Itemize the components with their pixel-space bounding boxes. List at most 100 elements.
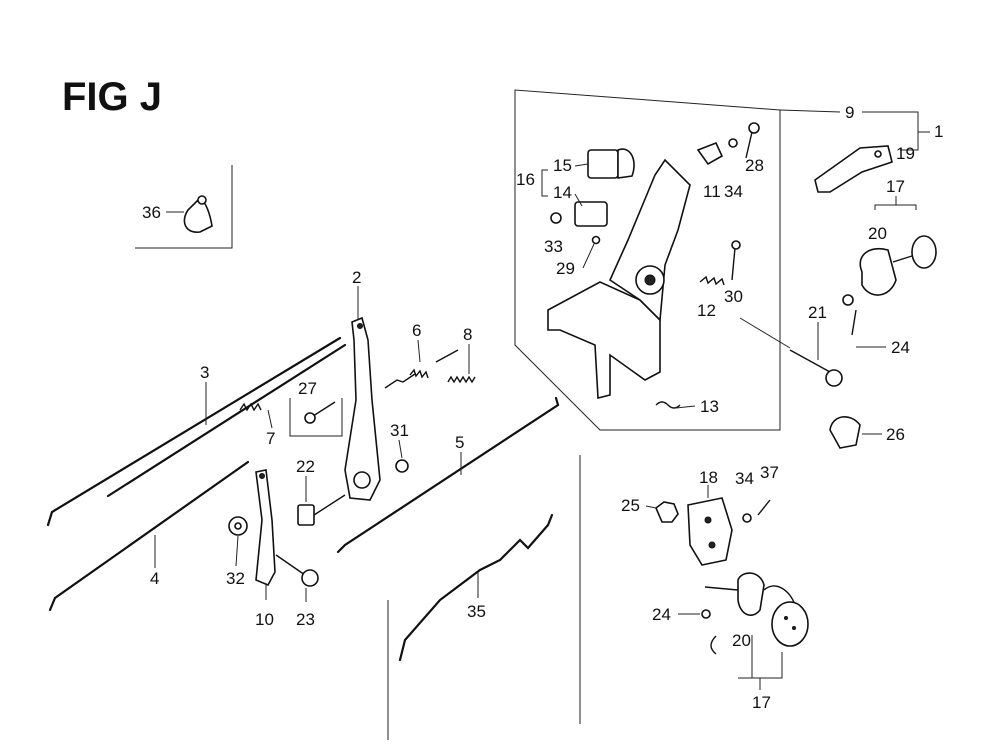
- label-20-lower: 20: [732, 631, 751, 650]
- part-22-bolt-head: [297, 504, 315, 526]
- control-pivot-hole: [644, 274, 656, 286]
- label-10: 10: [255, 610, 274, 629]
- label-11: 11: [703, 182, 721, 201]
- part-24-lower-washer: [701, 609, 711, 619]
- part-10-lever: [255, 469, 276, 587]
- part-3-rod: [46, 336, 342, 527]
- part-34-lower-washer: [742, 513, 752, 523]
- part-20-upper-shaft: [892, 254, 916, 263]
- part-8-spring: [447, 375, 476, 384]
- leader-9-left: [779, 109, 841, 113]
- part-27-bolt-head: [304, 412, 316, 424]
- leader-15: [574, 163, 589, 167]
- part-17-upper-bracket: [874, 204, 917, 210]
- label-18: 18: [699, 468, 718, 487]
- part-20-upper-knob-housing: [859, 248, 897, 296]
- label-37: 37: [760, 463, 779, 482]
- label-31: 31: [390, 421, 409, 440]
- label-34-upper: 34: [724, 182, 743, 201]
- part-2-lever-hole: [357, 323, 363, 329]
- label-2: 2: [352, 268, 361, 287]
- part-20-lower-wire: [763, 585, 796, 606]
- part-21-screw-head: [825, 369, 843, 387]
- part-35-rod: [398, 513, 554, 662]
- part-30-screw-head: [731, 240, 741, 250]
- label-27: 27: [298, 379, 317, 398]
- part-10-lever-hole: [259, 473, 265, 479]
- part-1-bracket: [862, 111, 919, 151]
- part-32-washer-hole: [234, 522, 242, 530]
- part-37-screw: [757, 499, 771, 516]
- part-27-box-frame: [289, 398, 343, 437]
- label-32: 32: [226, 569, 245, 588]
- label-36: 36: [142, 203, 161, 222]
- label-22: 22: [296, 457, 315, 476]
- part-7-rod: [106, 343, 347, 498]
- label-21: 21: [808, 303, 827, 322]
- part-5-rod: [336, 396, 560, 554]
- part-12-spring: [699, 275, 725, 286]
- label-3: 3: [200, 363, 209, 382]
- part-11-clip: [696, 141, 724, 166]
- label-24-lower: 24: [652, 605, 671, 624]
- label-12: 12: [697, 301, 716, 320]
- leader-13: [675, 405, 696, 409]
- label-6: 6: [412, 321, 421, 340]
- part-19-hole: [874, 150, 882, 158]
- part-29-screw: [591, 235, 601, 245]
- label-33: 33: [544, 237, 563, 256]
- part-23-bolt-shank: [275, 554, 306, 576]
- label-17-lower: 17: [752, 693, 771, 712]
- control-lever-plate: [608, 158, 691, 322]
- part-30-screw: [731, 247, 736, 281]
- label-8: 8: [463, 325, 472, 344]
- part-17-knob-dot-b: [792, 626, 796, 630]
- part-16-bracket: [541, 169, 548, 197]
- label-30: 30: [724, 287, 743, 306]
- part-24-upper-screw: [851, 309, 857, 336]
- part-24-lower-screw: [704, 586, 739, 591]
- part-36-clamp: [183, 196, 213, 233]
- leader-6: [417, 339, 421, 363]
- part-33-nut: [550, 212, 562, 224]
- part-2-lever-boss: [353, 471, 371, 489]
- label-13: 13: [700, 397, 719, 416]
- part-20-lower-lead: [710, 635, 717, 655]
- leader-29: [582, 243, 595, 269]
- leader-31: [398, 439, 403, 459]
- label-9: 9: [845, 103, 854, 122]
- part-17-lower-bracket-right: [752, 652, 783, 679]
- part-13-spring: [655, 401, 681, 409]
- part-25-nut: [655, 501, 679, 523]
- part-2-lever: [344, 316, 381, 501]
- label-26: 26: [886, 425, 905, 444]
- label-25: 25: [621, 496, 640, 515]
- part-28-screw-head: [748, 122, 760, 134]
- part-7-spring: [239, 402, 262, 412]
- label-34-lower: 34: [735, 469, 754, 488]
- part-31-nut: [395, 459, 409, 473]
- part-6-rod: [384, 373, 416, 389]
- part-28-screw: [745, 131, 753, 159]
- label-19: 19: [896, 144, 915, 163]
- label-24-upper: 24: [891, 338, 910, 357]
- part-36-clamp-group: [135, 165, 233, 249]
- label-35: 35: [467, 602, 486, 621]
- part-15-coil: [617, 148, 635, 179]
- part-21-screw: [789, 349, 831, 373]
- leader-14: [574, 193, 583, 207]
- label-7: 7: [266, 429, 275, 448]
- part-36-box-frame: [135, 165, 233, 249]
- part-15-switch: [587, 149, 619, 179]
- label-23: 23: [296, 610, 315, 629]
- part-26-clip: [829, 416, 861, 449]
- leader-32: [235, 535, 239, 567]
- part-22-bolt-shank: [313, 494, 346, 516]
- label-29: 29: [556, 259, 575, 278]
- part-17-knob-dot-a: [784, 616, 788, 620]
- leader-7: [267, 409, 273, 429]
- main-bracket-box-frame: [514, 89, 781, 431]
- main-bracket-box: [514, 89, 781, 431]
